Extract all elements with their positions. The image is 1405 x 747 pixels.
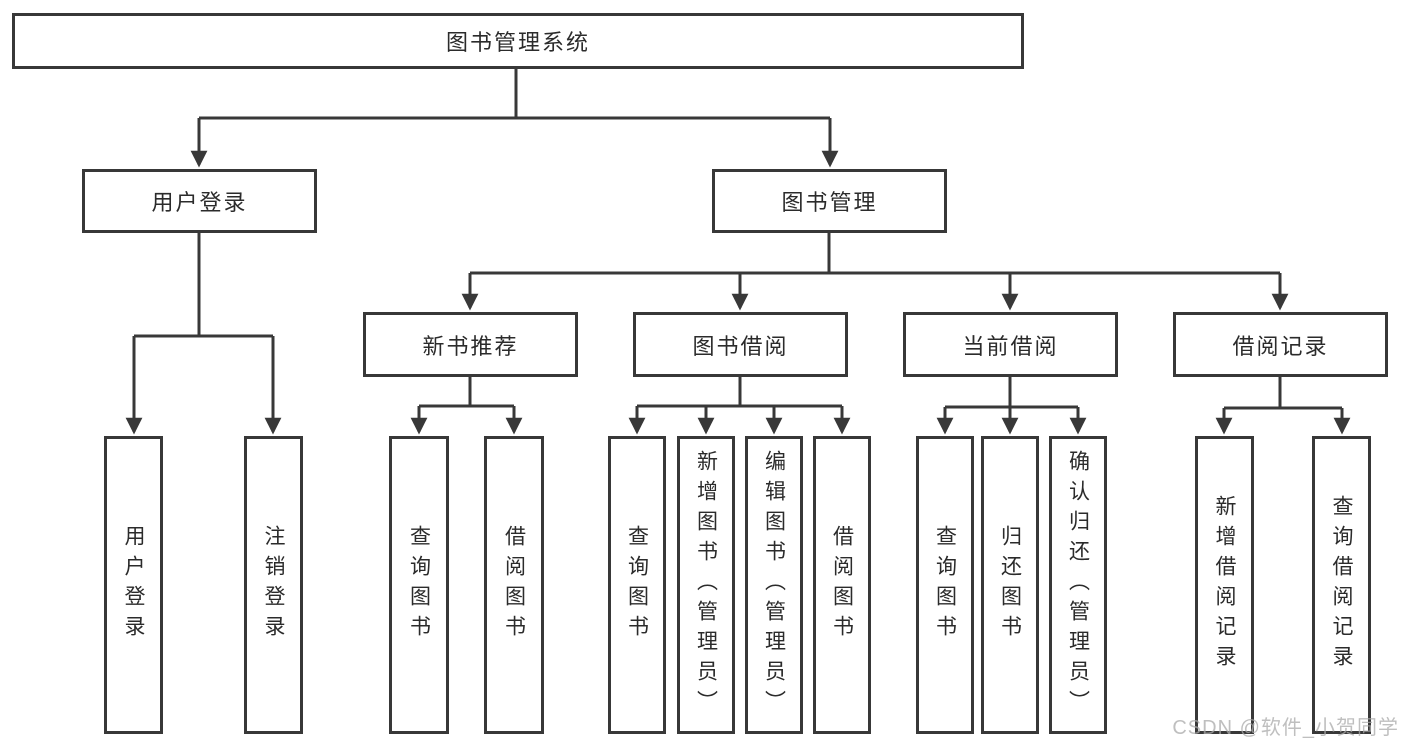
leaf-user-login-label: 用户登录 [122,525,146,645]
leaf-query-borrow-record-label: 查询借阅记录 [1330,495,1354,675]
node-user-login: 用户登录 [82,169,317,233]
leaf-add-borrow-record: 新增借阅记录 [1195,436,1254,734]
leaf-logout-label: 注销登录 [262,525,286,645]
node-current-borrowing-label: 当前借阅 [962,333,1059,359]
leaf-return-books-label: 归还图书 [998,525,1022,645]
leaf-confirm-return-admin: 确认归还（管理员） [1049,436,1107,734]
node-user-login-label: 用户登录 [151,190,248,215]
leaf-query-borrow-record: 查询借阅记录 [1312,436,1371,734]
node-book-borrowing: 图书借阅 [633,312,848,377]
node-borrowing-records: 借阅记录 [1173,312,1388,377]
leaf-add-book-admin: 新增图书（管理员） [677,436,735,734]
leaf-edit-book-admin: 编辑图书（管理员） [745,436,803,734]
leaf-query-books-borrow-label: 查询图书 [625,525,649,645]
leaf-query-books-recommend: 查询图书 [389,436,449,734]
node-borrowing-records-label: 借阅记录 [1232,333,1329,359]
node-book-management-label: 图书管理 [781,190,878,215]
leaf-user-login: 用户登录 [104,436,163,734]
leaf-logout: 注销登录 [244,436,303,734]
node-current-borrowing: 当前借阅 [903,312,1118,377]
node-root-label: 图书管理系统 [445,30,590,55]
leaf-add-borrow-record-label: 新增借阅记录 [1213,495,1237,675]
node-new-book-recommendation: 新书推荐 [363,312,578,377]
node-root: 图书管理系统 [12,13,1024,69]
node-book-management: 图书管理 [712,169,947,233]
leaf-return-books: 归还图书 [981,436,1039,734]
node-book-borrowing-label: 图书借阅 [692,333,789,359]
leaf-confirm-return-admin-label: 确认归还（管理员） [1066,450,1090,720]
leaf-query-books-borrow: 查询图书 [608,436,666,734]
leaf-edit-book-admin-label: 编辑图书（管理员） [762,450,786,720]
leaf-borrow-books-recommend-label: 借阅图书 [502,525,526,645]
leaf-query-books-recommend-label: 查询图书 [407,525,431,645]
leaf-borrow-books-borrow: 借阅图书 [813,436,871,734]
leaf-query-books-current: 查询图书 [916,436,974,734]
leaf-borrow-books-borrow-label: 借阅图书 [830,525,854,645]
leaf-add-book-admin-label: 新增图书（管理员） [694,450,718,720]
leaf-borrow-books-recommend: 借阅图书 [484,436,544,734]
leaf-query-books-current-label: 查询图书 [933,525,957,645]
node-new-book-recommendation-label: 新书推荐 [422,333,519,359]
connector-group [125,69,1351,435]
